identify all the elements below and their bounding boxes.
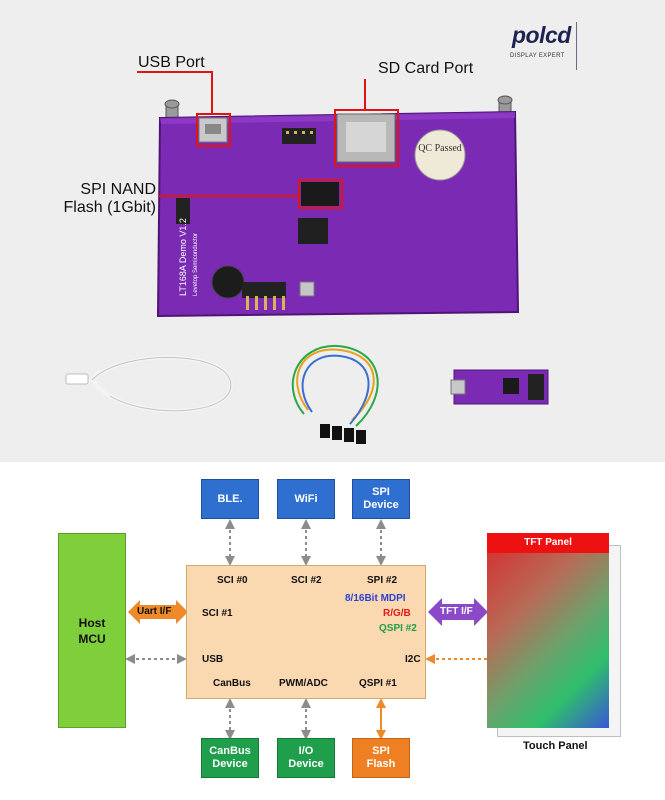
tft-if-arrow — [428, 598, 488, 626]
polcd-logo: polcd DISPLAY EXPERT — [506, 22, 577, 70]
host-mcu-block: Host MCU — [58, 533, 126, 728]
callout-usb-port: USB Port — [138, 54, 205, 71]
ble-block: BLE. — [201, 479, 259, 519]
tft-panel: TFT Panel — [487, 533, 609, 728]
callout-spi-nand-line1: SPI NAND — [80, 181, 156, 198]
spi-device-label-1: SPI — [372, 486, 390, 498]
mcu-chip — [298, 218, 328, 244]
label-rgb: R/G/B — [383, 608, 411, 619]
callout-markers — [196, 109, 399, 209]
tft-if-label: TFT I/F — [440, 606, 473, 617]
wifi-block: WiFi — [277, 479, 335, 519]
ble-label: BLE. — [217, 492, 243, 505]
qc-text: QC Passed — [418, 143, 462, 154]
label-mdpi: 8/16Bit MDPI — [345, 593, 406, 604]
canbus-device-label-1: CanBus — [209, 745, 251, 757]
callout-spi-nand-line2: Flash (1Gbit) — [63, 199, 156, 216]
pin-header-bottom — [242, 282, 286, 298]
spi-flash-label-2: Flash — [366, 758, 396, 770]
host-label-2: MCU — [78, 631, 106, 646]
label-canbus: CanBus — [213, 678, 251, 689]
jumper-wires — [291, 344, 379, 427]
io-device-label-1: I/O — [298, 745, 314, 757]
spi-flash-label-1: SPI — [372, 745, 390, 757]
label-usb: USB — [202, 654, 224, 665]
label-sci2: SCI #2 — [291, 575, 322, 586]
uart-arrow — [128, 600, 188, 624]
board-model-text: LT168A Demo V1.2 — [178, 218, 188, 296]
host-label-1: Host — [78, 615, 106, 630]
tft-panel-title: TFT Panel — [487, 533, 609, 553]
label-pwm-adc: PWM/ADC — [279, 678, 328, 689]
uart-if-label: Uart I/F — [137, 606, 172, 617]
logo-tagline: DISPLAY EXPERT — [510, 53, 565, 59]
io-device-label-2: Device — [288, 758, 324, 770]
label-sci1: SCI #1 — [202, 608, 233, 619]
label-qspi2: QSPI #2 — [379, 623, 417, 634]
tft-panel-display — [487, 553, 609, 728]
label-i2c: I2C — [405, 654, 421, 665]
touch-panel-label: Touch Panel — [523, 740, 588, 752]
canbus-device-label-2: Device — [212, 758, 248, 770]
label-sci0: SCI #0 — [217, 575, 248, 586]
qc-passed-sticker — [414, 129, 466, 181]
label-spi2: SPI #2 — [367, 575, 398, 586]
io-device-block: I/O Device — [277, 738, 335, 778]
callout-spi-nand: SPI NAND Flash (1Gbit) — [58, 181, 156, 217]
product-photo-panel: polcd DISPLAY EXPERT QC Passed — [0, 0, 665, 462]
wifi-label: WiFi — [294, 492, 318, 505]
lt168a-core-block: SCI #0 SCI #2 SPI #2 8/16Bit MDPI SCI #1… — [186, 565, 426, 699]
pin-header-top — [282, 128, 316, 144]
callout-sd-card-port: SD Card Port — [378, 60, 474, 77]
label-qspi1: QSPI #1 — [359, 678, 397, 689]
side-connector — [176, 198, 190, 224]
product-photo: QC Passed LT168A Demo V1.2 Levetop Semic… — [65, 71, 549, 444]
spi-flash-block: SPI Flash — [352, 738, 410, 778]
spi-device-block: SPI Device — [352, 479, 410, 519]
spi-device-label-2: Device — [363, 499, 399, 511]
canbus-device-block: CanBus Device — [201, 738, 259, 778]
board-maker-text: Levetop Semiconductor — [193, 233, 199, 296]
spi-nand-chip — [301, 182, 339, 206]
logo-wordmark: polcd — [512, 22, 571, 48]
push-button — [299, 281, 315, 297]
